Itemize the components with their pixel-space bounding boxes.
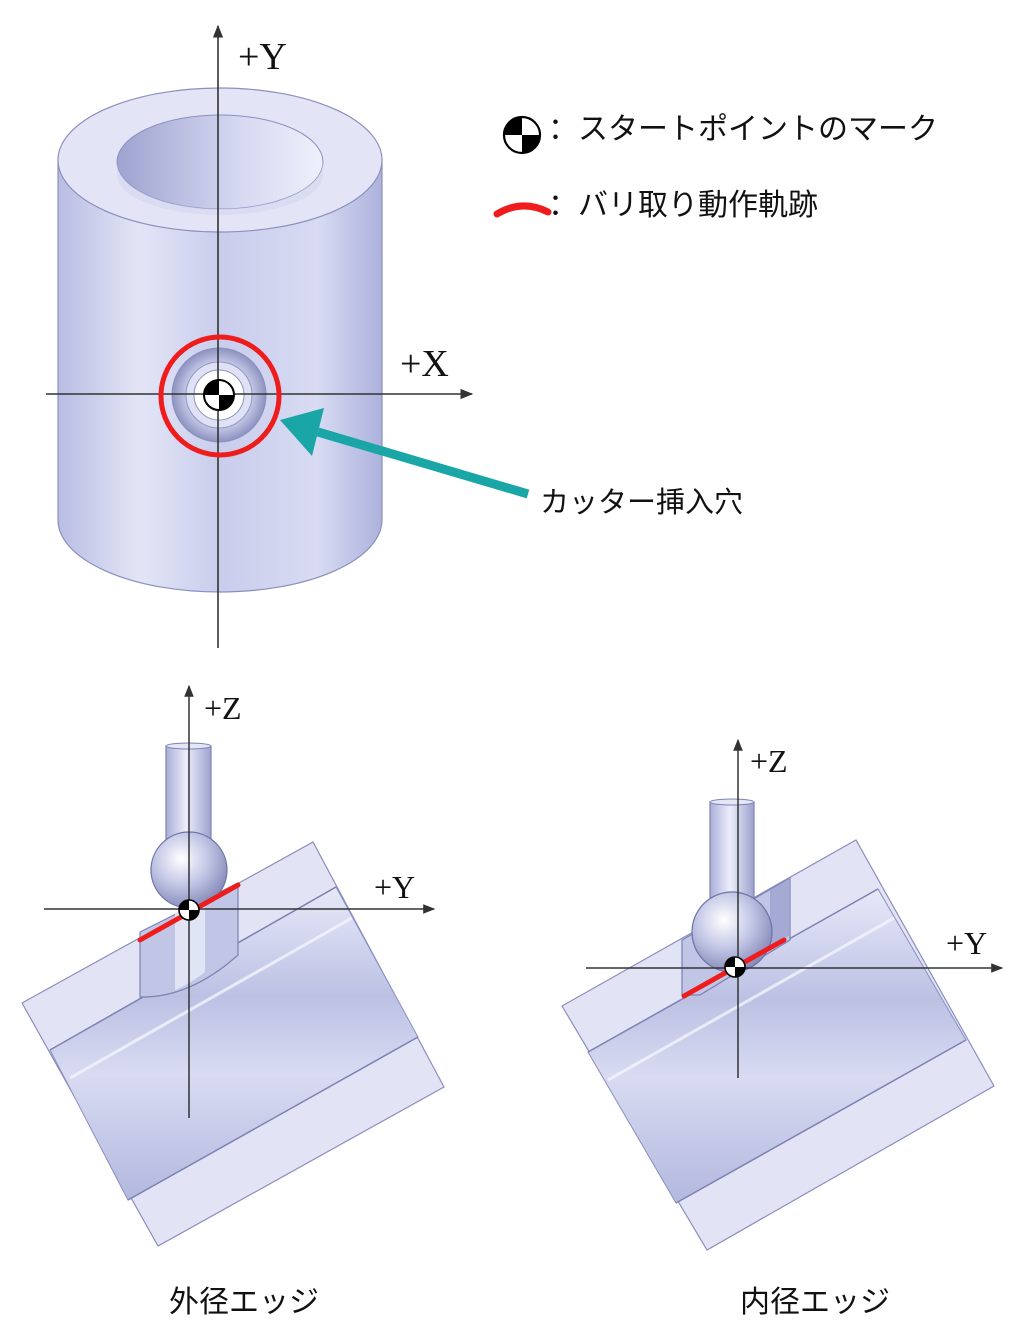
start-point-mark-inner [724, 956, 746, 978]
inner-edge-tool [691, 798, 773, 973]
outer-edge-z-label: +Z [204, 690, 242, 726]
inner-edge-view: +Z +Y [561, 738, 1004, 1251]
start-point-mark-top [203, 379, 235, 411]
inner-edge-y-label: +Y [946, 925, 987, 961]
top-cylinder [57, 87, 383, 593]
legend-start-point-icon [502, 115, 542, 155]
top-x-label: +X [400, 343, 449, 385]
start-point-mark-outer [178, 899, 200, 921]
outer-edge-tube [21, 841, 445, 1247]
callout-label: カッター挿入穴 [540, 485, 743, 519]
hole-highlight-circle [158, 334, 282, 458]
outer-edge-y-label: +Y [374, 869, 415, 905]
top-y-label: +Y [238, 36, 287, 78]
inner-edge-z-label: +Z [750, 743, 788, 779]
legend-path-label: ：バリ取り動作軌跡 [548, 188, 818, 223]
legend: ：スタートポイントのマーク ：バリ取り動作軌跡 [493, 112, 938, 223]
outer-edge-caption: 外径エッジ [169, 1285, 319, 1320]
outer-edge-view: +Z +Y [21, 684, 445, 1247]
legend-path-icon [493, 202, 552, 218]
legend-start-point-label: ：スタートポイントのマーク [548, 112, 938, 147]
callout-arrow [280, 408, 530, 499]
inner-edge-caption: 内径エッジ [740, 1285, 890, 1320]
